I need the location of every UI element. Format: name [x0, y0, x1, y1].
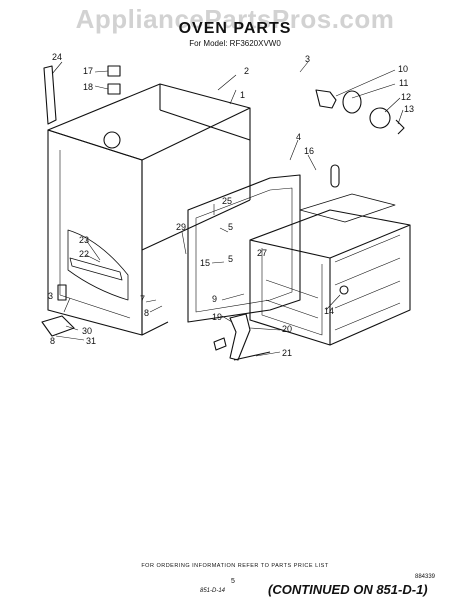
- callout-4: 4: [296, 132, 301, 142]
- callout-5a: 5: [228, 222, 233, 232]
- callout-3b: 3: [48, 291, 53, 301]
- callout-8b: 8: [50, 336, 55, 346]
- callout-3: 3: [305, 54, 310, 64]
- callout-15: 15: [200, 258, 210, 268]
- callout-12: 12: [401, 92, 411, 102]
- page-title: OVEN PARTS: [178, 20, 292, 37]
- callout-2: 2: [244, 66, 249, 76]
- page-number: 5: [231, 578, 235, 585]
- ordering-note: FOR ORDERING INFORMATION REFER TO PARTS …: [141, 563, 329, 569]
- callout-10: 10: [398, 64, 408, 74]
- clip-part-17: [107, 65, 121, 77]
- callout-16: 16: [304, 146, 314, 156]
- callout-17: 17: [83, 66, 93, 76]
- callout-11: 11: [399, 78, 408, 88]
- screw-29: [57, 284, 67, 301]
- callout-13: 13: [404, 104, 414, 114]
- valve-fitting: [229, 313, 251, 361]
- callout-5b: 5: [228, 254, 233, 264]
- callout-19: 19: [212, 312, 222, 322]
- part-code: 884339: [415, 574, 436, 580]
- clip-part-18: [107, 83, 121, 95]
- callout-18: 18: [83, 82, 93, 92]
- oven-light-assembly: [315, 89, 405, 135]
- front-frame: [187, 174, 301, 323]
- callout-9: 9: [212, 294, 217, 304]
- side-bracket: [43, 65, 57, 125]
- oven-cabinet: [47, 83, 251, 336]
- clamp-30: [41, 315, 75, 337]
- callout-27: 27: [257, 248, 267, 258]
- bake-burner: [69, 257, 123, 281]
- callout-25: 25: [222, 196, 232, 206]
- callout-29: 29: [176, 222, 186, 232]
- callout-23: 23: [79, 235, 89, 245]
- callout-20: 20: [282, 324, 292, 334]
- callout-31: 31: [86, 336, 96, 346]
- callout-22: 22: [79, 249, 89, 259]
- callout-14: 14: [324, 306, 334, 316]
- sensor-bulb: [330, 164, 340, 188]
- callout-8a: 8: [144, 308, 149, 318]
- model-label: For Model: RF3620XVW0: [189, 39, 281, 48]
- continued-note: (CONTINUED ON 851-D-1): [268, 582, 428, 597]
- callout-30: 30: [82, 326, 92, 336]
- handwritten-reference: 851-D-14: [200, 588, 226, 594]
- callout-1: 1: [240, 90, 245, 100]
- callout-7: 7: [140, 294, 145, 304]
- callout-24: 24: [52, 52, 62, 62]
- oven-liner: [249, 193, 411, 346]
- watermark: AppliancePartsPros.com: [75, 4, 395, 34]
- callout-21: 21: [282, 348, 292, 358]
